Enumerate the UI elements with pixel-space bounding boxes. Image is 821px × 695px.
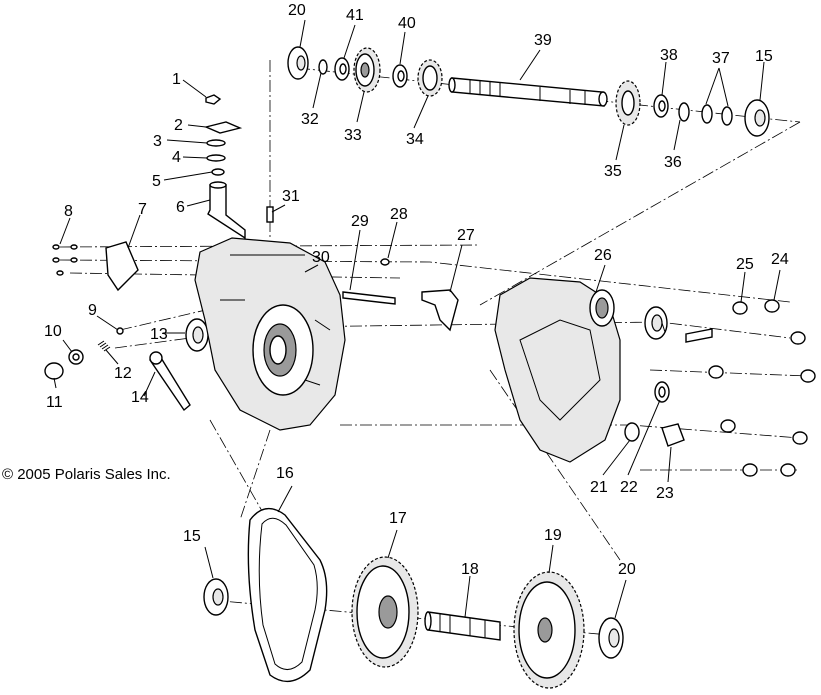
callout-27: 27 [457,227,475,244]
part-5-clip [211,168,225,176]
part-1-nut [205,94,222,105]
callout-31: 31 [282,188,300,205]
callout-13-left: 13 [150,326,168,343]
part-10-washer [68,349,84,365]
callout-24: 24 [771,251,789,268]
callout-labels: 1 2 3 4 5 6 7 8 9 10 11 12 13 14 15 15 1… [44,2,789,578]
part-26-case-right [494,277,621,463]
assembly-centerlines [59,59,809,636]
part-35-sprocket [615,80,641,126]
part-13-seal-right [644,306,668,340]
callout-14: 14 [131,389,149,406]
part-21-oring [624,422,640,442]
part-29-rod [342,291,396,305]
part-8-screws [52,244,78,276]
part-31-dowel [266,206,274,223]
part-17-driven-gear [351,556,419,668]
callout-41: 41 [346,7,364,24]
part-27-shift-fork [421,289,459,332]
part-23-drain-plug [661,423,685,447]
callout-30: 30 [312,249,330,266]
callout-34: 34 [406,131,424,148]
part-34-gear [417,59,443,97]
callout-3: 3 [153,133,162,150]
callout-25: 25 [736,256,754,273]
part-39-shaft [448,77,608,107]
part-20-bearing-bottom [598,617,624,659]
leader-lines [53,19,781,619]
part-20-bearing-top [287,46,309,80]
callout-18: 18 [461,561,479,578]
callout-4: 4 [172,149,181,166]
callout-37: 37 [712,50,730,67]
callout-12: 12 [114,365,132,382]
label-tag [685,328,713,343]
callout-15-top: 15 [755,48,773,65]
part-2-bracket [203,121,243,134]
part-9-ball [116,327,124,335]
callout-40: 40 [398,15,416,32]
callout-16: 16 [276,465,294,482]
callout-6: 6 [176,199,185,216]
part-11-nut [44,362,64,380]
callout-29: 29 [351,213,369,230]
copyright-notice: © 2005 Polaris Sales Inc. [2,466,171,483]
part-38-washer [653,94,669,118]
callout-5: 5 [152,173,161,190]
part-36-snap-ring [678,102,690,122]
part-4-oring [206,154,226,162]
callout-20-bottom: 20 [618,561,636,578]
part-15-bearing-top [744,99,770,137]
callout-10: 10 [44,323,62,340]
callout-9: 9 [88,302,97,319]
part-13-seal-left [185,318,209,352]
callout-32: 32 [301,111,319,128]
callout-17: 17 [389,510,407,527]
callout-39: 39 [534,32,552,49]
part-6-shift-shaft [207,181,246,240]
callout-19: 19 [544,527,562,544]
part-19-gear [513,571,585,689]
part-3-washer [206,139,226,147]
part-25-bolt [732,301,748,315]
callout-36: 36 [664,154,682,171]
callout-20-top: 20 [288,2,306,19]
part-40-washer [392,64,408,88]
callout-28: 28 [390,206,408,223]
part-12-spring [97,340,111,352]
callout-22: 22 [620,479,638,496]
part-15-bearing-bottom [203,578,229,616]
callout-11: 11 [46,394,63,411]
part-16-chain [247,507,328,683]
callout-23: 23 [656,485,674,502]
callout-7: 7 [138,201,147,218]
callout-1: 1 [172,71,181,88]
bolts-right [708,331,816,477]
part-14-sensor [149,351,191,412]
part-37-snap-rings [701,104,733,126]
callout-15-bottom: 15 [183,528,201,545]
callout-26: 26 [594,247,612,264]
callout-35: 35 [604,163,622,180]
part-33-gear [353,47,381,93]
part-24-bolt [764,299,780,313]
callout-33: 33 [344,127,362,144]
part-30-case-left [194,237,346,431]
part-18-output-shaft [424,611,501,641]
callout-38: 38 [660,47,678,64]
callout-8: 8 [64,203,73,220]
callout-2: 2 [174,117,183,134]
part-32-snap-ring [318,59,328,75]
part-7-bracket [105,241,139,292]
part-41-washer [334,57,350,81]
callout-21: 21 [590,479,608,496]
part-28-ball [380,258,390,266]
part-22-washer [654,381,670,403]
